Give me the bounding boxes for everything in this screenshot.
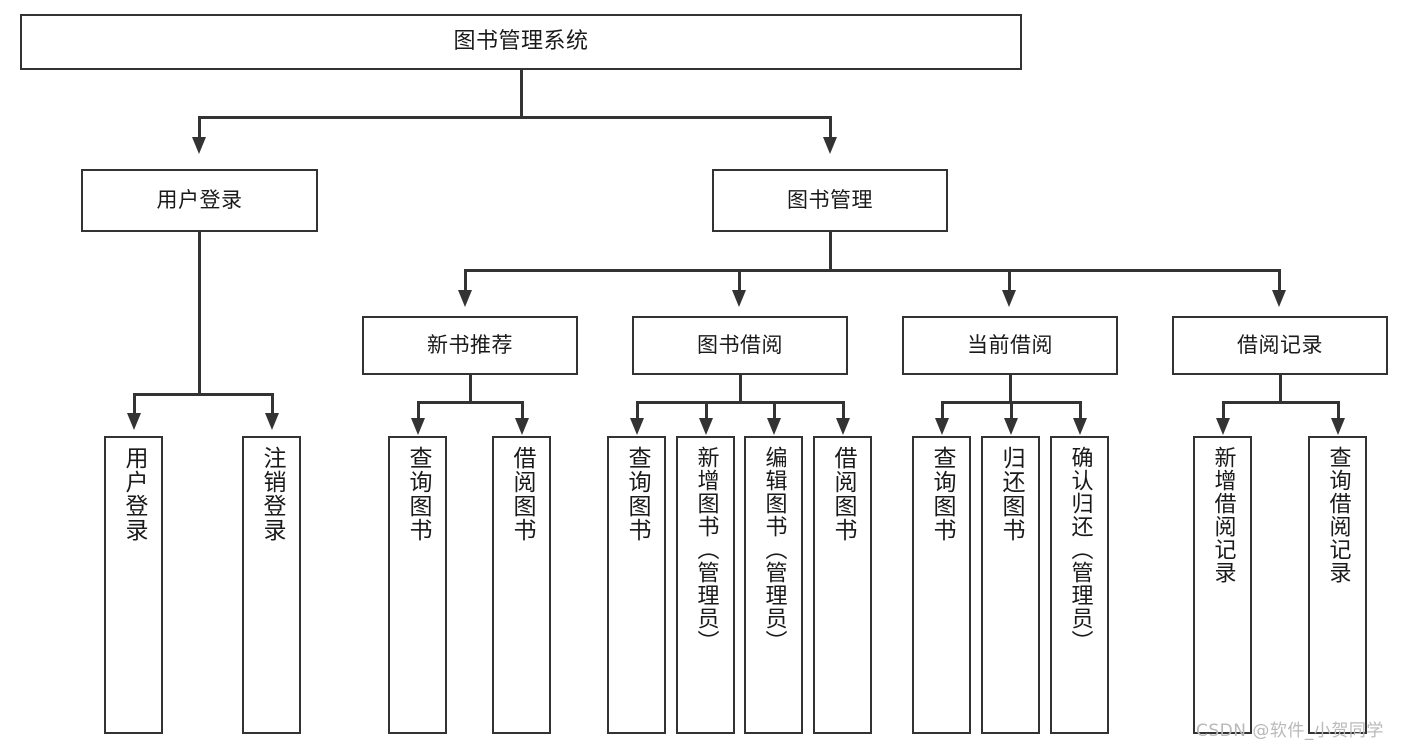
connector-user-login-bar (133, 393, 271, 396)
connector-to-current-borrow (1008, 269, 1011, 292)
node-label: 查询图书 (624, 446, 650, 542)
node-label: 新书推荐 (427, 333, 513, 358)
connector-user-login-stem (198, 232, 201, 395)
arrowhead-to-book-borrow (732, 290, 746, 307)
arrowhead-to-current-borrow (1002, 290, 1016, 307)
arrowhead-to-logout (265, 413, 279, 430)
leaf-user-login[interactable]: 用户登录 (104, 436, 163, 734)
arrowhead-cb-leaf1 (935, 418, 949, 435)
connector-to-borrow-records (1278, 269, 1281, 292)
connector-br-leaf1 (1222, 401, 1225, 420)
leaf-query-borrow-record[interactable]: 查询借阅记录 (1308, 436, 1367, 734)
arrowhead-nb-leaf2 (515, 418, 529, 435)
connector-br-leaf2 (1337, 401, 1340, 420)
node-label: 图书管理 (787, 188, 873, 213)
connector-book-borrow-stem (739, 375, 742, 403)
leaf-add-borrow-record[interactable]: 新增借阅记录 (1193, 436, 1252, 734)
arrowhead-bb-leaf4 (836, 418, 850, 435)
arrowhead-bb-leaf3 (767, 418, 781, 435)
node-current-borrow[interactable]: 当前借阅 (902, 316, 1118, 375)
connector-new-book-stem (469, 375, 472, 403)
arrowhead-br-leaf2 (1331, 418, 1345, 435)
node-label: 查询借阅记录 (1325, 446, 1351, 584)
arrowhead-br-leaf1 (1216, 418, 1230, 435)
connector-book-borrow-bar (636, 401, 845, 404)
connector-nb-leaf2 (521, 401, 524, 420)
node-label: 编辑图书（管理员） (761, 446, 787, 653)
connector-bb-leaf2 (705, 401, 708, 420)
node-borrow-records[interactable]: 借阅记录 (1172, 316, 1388, 375)
arrowhead-to-book-mgmt (823, 137, 837, 154)
node-label: 归还图书 (998, 446, 1024, 542)
arrowhead-cb-leaf2 (1004, 418, 1018, 435)
arrowhead-nb-leaf1 (411, 418, 425, 435)
leaf-return-book[interactable]: 归还图书 (981, 436, 1040, 734)
node-label: 借阅图书 (509, 446, 535, 542)
connector-bb-leaf4 (842, 401, 845, 420)
connector-bb-leaf3 (773, 401, 776, 420)
connector-cb-leaf1 (941, 401, 944, 420)
node-label: 确认归还（管理员） (1067, 446, 1093, 653)
leaf-borrow-book-recommend[interactable]: 借阅图书 (492, 436, 551, 734)
connector-to-book-borrow (738, 269, 741, 292)
leaf-logout[interactable]: 注销登录 (242, 436, 301, 734)
leaf-add-book-admin[interactable]: 新增图书（管理员） (676, 436, 735, 734)
connector-current-borrow-stem (1009, 375, 1012, 403)
connector-to-login (133, 393, 136, 415)
connector-level3-bar (464, 269, 1280, 272)
connector-nb-leaf1 (417, 401, 420, 420)
node-label: 注销登录 (259, 446, 285, 542)
node-label: 查询图书 (405, 446, 431, 542)
connector-to-new-book (464, 269, 467, 292)
node-label: 新增图书（管理员） (693, 446, 719, 653)
connector-to-logout (271, 393, 274, 415)
node-book-management[interactable]: 图书管理 (712, 169, 948, 232)
connector-to-book-mgmt (829, 116, 832, 139)
arrowhead-to-user-login (192, 137, 206, 154)
node-book-borrow[interactable]: 图书借阅 (632, 316, 848, 375)
node-label: 查询图书 (929, 446, 955, 542)
arrowhead-bb-leaf2 (699, 418, 713, 435)
connector-root-stem (520, 70, 523, 118)
connector-new-book-bar (417, 401, 523, 404)
connector-borrow-records-stem (1279, 375, 1282, 403)
arrowhead-cb-leaf3 (1073, 418, 1087, 435)
connector-cb-leaf3 (1079, 401, 1082, 420)
node-label: 借阅记录 (1237, 333, 1323, 358)
node-label: 用户登录 (121, 446, 147, 542)
connector-book-mgmt-stem (829, 232, 832, 271)
connector-borrow-records-bar (1222, 401, 1339, 404)
node-label: 借阅图书 (830, 446, 856, 542)
node-label: 图书管理系统 (453, 29, 589, 55)
arrowhead-to-login (127, 413, 141, 430)
node-label: 当前借阅 (967, 333, 1053, 358)
leaf-edit-book-admin[interactable]: 编辑图书（管理员） (744, 436, 803, 734)
connector-bb-leaf1 (636, 401, 639, 420)
leaf-query-book-recommend[interactable]: 查询图书 (388, 436, 447, 734)
arrowhead-bb-leaf1 (630, 418, 644, 435)
connector-cb-leaf2 (1010, 401, 1013, 420)
leaf-query-book-current[interactable]: 查询图书 (912, 436, 971, 734)
node-user-login[interactable]: 用户登录 (81, 169, 318, 232)
node-new-book-recommend[interactable]: 新书推荐 (362, 316, 578, 375)
connector-to-user-login (198, 116, 201, 139)
leaf-borrow-book[interactable]: 借阅图书 (813, 436, 872, 734)
node-root-system[interactable]: 图书管理系统 (20, 14, 1022, 70)
connector-level2-bar (198, 116, 832, 119)
arrowhead-to-new-book (458, 290, 472, 307)
leaf-confirm-return-admin[interactable]: 确认归还（管理员） (1050, 436, 1109, 734)
node-label: 图书借阅 (697, 333, 783, 358)
node-label: 新增借阅记录 (1210, 446, 1236, 584)
arrowhead-to-borrow-records (1272, 290, 1286, 307)
leaf-query-book-borrow[interactable]: 查询图书 (607, 436, 666, 734)
node-label: 用户登录 (156, 188, 243, 213)
